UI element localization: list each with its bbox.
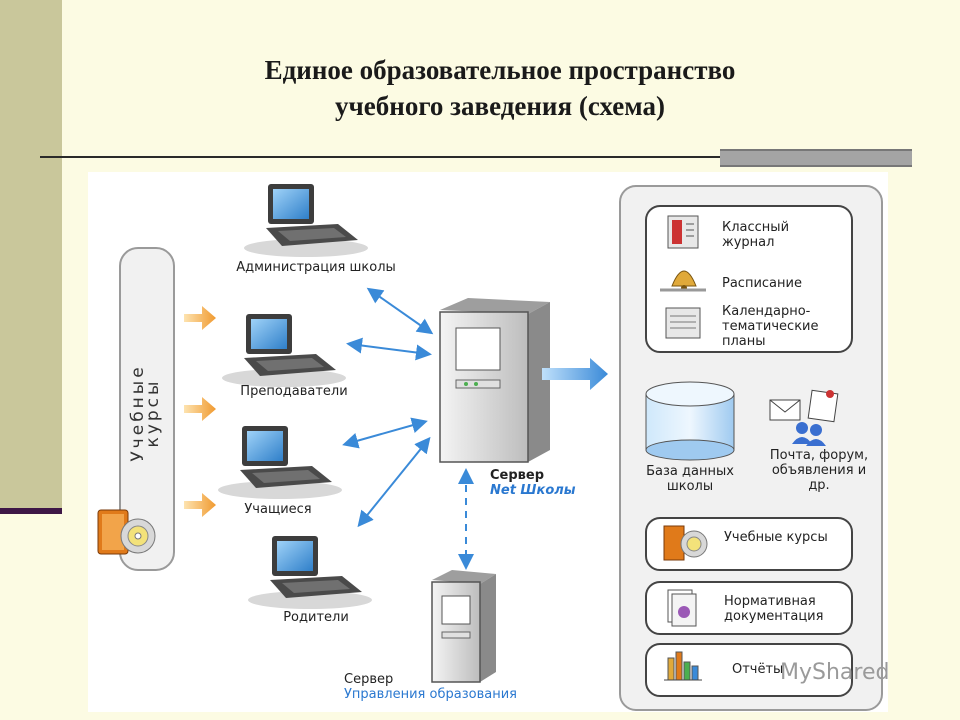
orange-arrow-3 [184, 493, 216, 517]
server-main-label: Сервер Net Школы [490, 468, 620, 498]
database-icon [645, 381, 735, 461]
link-students [342, 417, 428, 449]
link-teachers [346, 337, 432, 361]
client-label-teachers: Преподаватели [240, 384, 348, 399]
server-secondary-icon [431, 570, 496, 683]
connection-arrows [342, 287, 474, 570]
server-secondary-line2: Управления образования [344, 687, 517, 702]
document-icon [667, 589, 697, 627]
diagram-graphics [97, 184, 883, 711]
slide-left-band [0, 0, 62, 512]
laptop-admin-icon [244, 184, 368, 257]
courses-book-icon [663, 525, 708, 561]
watermark: MyShared [780, 660, 890, 685]
module-label-courses: Учебные курсы [724, 530, 828, 545]
server-main-icon [439, 298, 550, 463]
link-parents [357, 436, 431, 528]
server-main-line2: Net Школы [490, 483, 576, 498]
courses-panel-label: Учебные курсы [128, 364, 163, 462]
bar-chart-icon [664, 651, 702, 681]
input-arrows [184, 306, 216, 517]
book-disc-icon [97, 509, 156, 555]
client-label-students: Учащиеся [244, 502, 312, 517]
mail-icon [769, 389, 839, 446]
output-arrow [542, 358, 608, 390]
laptop-teachers-icon [222, 314, 346, 387]
journal-icon [667, 215, 699, 249]
slide-left-band-accent [0, 508, 62, 514]
laptop-parents-icon [248, 536, 372, 609]
title-divider-accent [720, 149, 912, 167]
title-divider [40, 156, 912, 158]
docs-module-box [645, 581, 853, 635]
module-label-reports: Отчёты [732, 662, 784, 677]
orange-arrow-2 [184, 397, 216, 421]
slide-title-line1: Единое образовательное пространство [264, 55, 736, 85]
slide-title: Единое образовательное пространство учеб… [200, 52, 800, 124]
orange-arrow-1 [184, 306, 216, 330]
module-label-journal: Классный журнал [722, 220, 790, 250]
module-label-plans: Календарно-тематические планы [722, 304, 819, 349]
bell-icon [660, 270, 706, 292]
diagram-canvas: Учебные курсы Администрация школы Препод… [88, 172, 888, 712]
reports-module-box [645, 643, 853, 697]
client-label-parents: Родители [283, 610, 349, 625]
plans-icon [665, 307, 701, 339]
module-label-database: База данных школы [646, 464, 734, 494]
client-label-admin: Администрация школы [236, 260, 396, 275]
server-secondary-line1: Сервер [344, 672, 394, 687]
laptop-students-icon [218, 426, 342, 499]
server-secondary-label: Сервер Управления образования [344, 672, 624, 702]
module-label-schedule: Расписание [722, 276, 802, 291]
module-label-mail: Почта, форум, объявления и др. [769, 448, 869, 493]
module-label-docs: Нормативная документация [724, 594, 824, 624]
courses-panel [119, 247, 175, 571]
server-main-line1: Сервер [490, 468, 545, 483]
link-admin [366, 287, 434, 335]
slide-title-line2: учебного заведения (схема) [335, 91, 665, 121]
